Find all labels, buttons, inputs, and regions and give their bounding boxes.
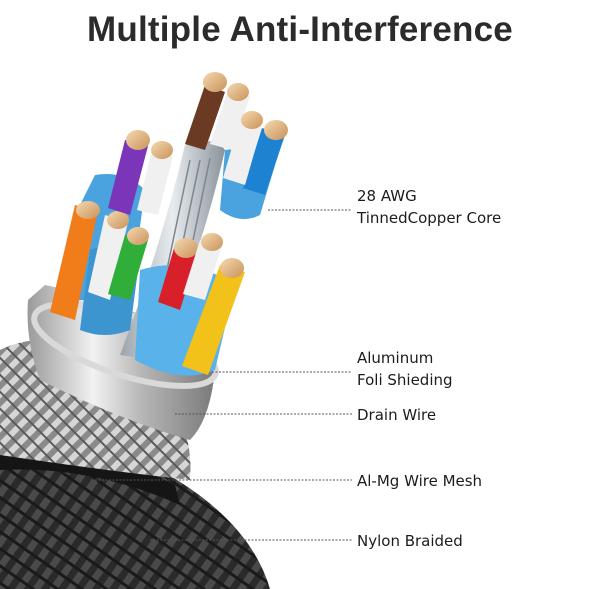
page-title: Multiple Anti-Interference <box>87 10 513 49</box>
nylon-braided-jacket <box>0 438 270 589</box>
label-drain-wire: Drain Wire <box>357 406 437 424</box>
green-wire <box>108 235 148 300</box>
brown-wire <box>185 85 225 150</box>
label-aluminum-foil: Aluminum Foli Shieding <box>357 349 453 389</box>
white-wire-2 <box>137 150 173 215</box>
white-wire-5 <box>183 240 222 300</box>
white-wire-3 <box>210 90 250 150</box>
jacket-rim <box>0 448 180 505</box>
white-wire-4 <box>223 120 262 185</box>
aluminum-foil-sleeve <box>27 285 215 440</box>
purple-wire <box>108 140 148 215</box>
leader-lines <box>95 209 352 541</box>
label-wire-mesh: Al-Mg Wire Mesh <box>357 472 483 490</box>
red-wire <box>158 245 198 310</box>
orange-wire <box>50 205 98 320</box>
yellow-wire <box>182 265 245 375</box>
label-copper-core: 28 AWG TinnedCopper Core <box>357 187 502 227</box>
label-nylon-braided: Nylon Braided <box>357 532 463 550</box>
blue-wire <box>243 128 285 195</box>
white-wire-1 <box>88 215 128 300</box>
